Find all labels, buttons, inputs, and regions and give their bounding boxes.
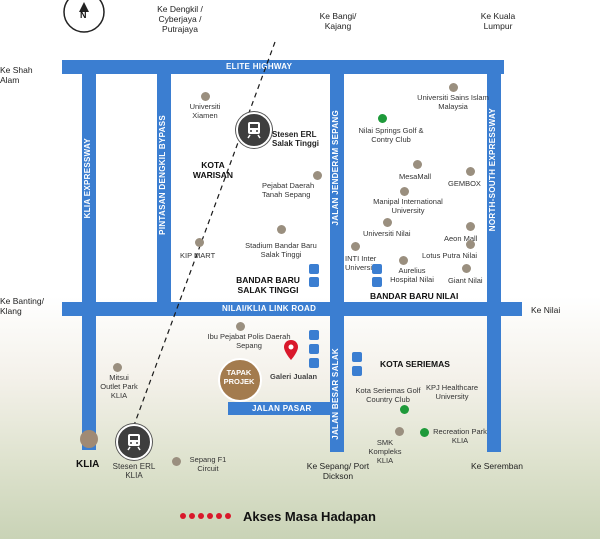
dest-shah-alam: Ke Shah Alam — [0, 65, 33, 85]
jalan-besar-salak — [330, 302, 344, 452]
lotus-icon — [466, 240, 475, 249]
xiamen-icon — [201, 92, 210, 101]
recreation-label: Recreation Park KLIA — [433, 427, 487, 445]
erl-salak-tinggi-label: Stesen ERL Salak Tinggi — [272, 130, 319, 148]
inti-label: INTI Inter University — [345, 254, 378, 272]
klia-marker-icon — [80, 430, 98, 448]
jalan-pasar — [228, 402, 330, 415]
legend: Akses Masa Hadapan — [180, 506, 376, 526]
manipal-icon — [400, 187, 409, 196]
compass-label: N — [80, 10, 87, 20]
recreation-icon — [420, 428, 429, 437]
galeri-pin-icon — [284, 340, 298, 360]
xiamen-label: Universiti Xiamen — [189, 102, 221, 120]
dest-dengkil: Ke Dengkil / Cyberjaya / Putrajaya — [157, 4, 203, 34]
north-south-expressway — [487, 60, 501, 452]
kip-mart-label: KIP MART — [180, 251, 216, 260]
dest-banting: Ke Banting/ Klang — [0, 296, 44, 316]
legend-text: Akses Masa Hadapan — [243, 508, 376, 524]
kscc-label: Kota Seriemas Golf Country Club — [355, 386, 421, 404]
usim-label: Universiti Sains Islam Malaysia — [417, 93, 489, 111]
jalan-jenderam-sepang — [330, 60, 344, 315]
dest-bangi: Ke Bangi/ Kajang — [319, 11, 357, 31]
kpj-label: KPJ Healthcare University — [425, 383, 479, 401]
bbst-facility-icon-1 — [309, 264, 319, 274]
jalan-pasar-label: JALAN PASAR — [252, 404, 312, 413]
tapak-projek-badge — [218, 358, 262, 402]
elite-highway — [62, 60, 504, 74]
area-bbn: BANDAR BARU NILAI — [370, 291, 459, 301]
pejabat-daerah-icon — [313, 171, 322, 180]
legend-dots — [180, 513, 231, 519]
uni-nilai-label: Universiti Nilai — [363, 229, 411, 238]
aeon-icon — [466, 222, 475, 231]
smk-icon — [395, 427, 404, 436]
gembox-icon — [466, 167, 475, 176]
nilai-klia-link-road — [62, 302, 522, 316]
mesamall-icon — [413, 160, 422, 169]
pejabat-daerah-label: Pejabat Daerah Tanah Sepang — [262, 181, 315, 199]
erl-klia-label: Stesen ERL KLIA — [112, 462, 156, 480]
nilai-springs-label: Nilai Springs Golf & Contry Club — [358, 126, 424, 144]
manipal-label: Manipal International University — [373, 197, 443, 215]
dest-sepang-pd: Ke Sepang/ Port Dickson — [306, 461, 370, 481]
dest-nilai: Ke Nilai — [531, 305, 561, 315]
north-compass-icon — [63, 0, 105, 33]
south-facility-icon-5 — [352, 366, 362, 376]
area-kota-warisan: KOTA WARISAN — [192, 160, 234, 180]
uni-nilai-icon — [383, 218, 392, 227]
dest-seremban: Ke Seremban — [471, 461, 523, 471]
south-facility-icon-4 — [352, 352, 362, 362]
bbn-facility-icon-2 — [372, 277, 382, 287]
kip-mart-icon — [195, 238, 204, 247]
ipd-label: Ibu Pejabat Polis Daerah Sepang — [207, 332, 291, 350]
area-bbst: BANDAR BARU SALAK TINGGI — [236, 275, 300, 295]
galeri-label: Galeri Jualan — [270, 372, 318, 381]
aeon-label: Aeon Mall — [444, 234, 478, 243]
lotus-label: Lotus Putra Nilai — [422, 251, 478, 260]
aurelius-label: Aurelius Hospital Nilai — [390, 266, 434, 284]
mitsui-icon — [113, 363, 122, 372]
f1-circuit-icon — [172, 457, 181, 466]
area-kota-seriemas: KOTA SERIEMAS — [380, 359, 450, 369]
south-facility-icon-1 — [309, 330, 319, 340]
gembox-label: GEMBOX — [448, 179, 481, 188]
south-facility-icon-3 — [309, 358, 319, 368]
ipd-icon — [236, 322, 245, 331]
tapak-projek-label: TAPAK PROJEK — [223, 368, 255, 386]
usim-icon — [449, 83, 458, 92]
f1-circuit-label: Sepang F1 Circuit — [189, 455, 227, 473]
stadium-icon — [277, 225, 286, 234]
elite-highway-label: ELITE HIGHWAY — [226, 62, 293, 71]
inti-icon — [351, 242, 360, 251]
klia-label: KLIA — [76, 459, 100, 470]
bbst-facility-icon-2 — [309, 277, 319, 287]
erl-salak-tinggi-train-icon — [236, 112, 272, 148]
pintasan-dengkil-bypass — [157, 60, 171, 315]
nilai-klia-link-road-label: NILAI/KLIA LINK ROAD — [222, 304, 317, 313]
mesamall-label: MesaMall — [399, 172, 432, 181]
nilai-springs-icon — [378, 114, 387, 123]
mitsui-label: Mitsui Outlet Park KLIA — [100, 373, 138, 400]
aurelius-icon — [399, 256, 408, 265]
klia-expressway — [82, 60, 96, 450]
erl-klia-train-icon — [116, 424, 152, 460]
giant-label: Giant Nilai — [448, 276, 483, 285]
south-facility-icon-2 — [309, 344, 319, 354]
dest-kuala-lumpur: Ke Kuala Lumpur — [480, 11, 516, 31]
bbn-facility-icon-1 — [372, 264, 382, 274]
giant-icon — [462, 264, 471, 273]
stadium-label: Stadium Bandar Baru Salak Tinggi — [245, 241, 317, 259]
smk-label: SMK Kompleks KLIA — [368, 438, 402, 465]
kscc-icon — [400, 405, 409, 414]
